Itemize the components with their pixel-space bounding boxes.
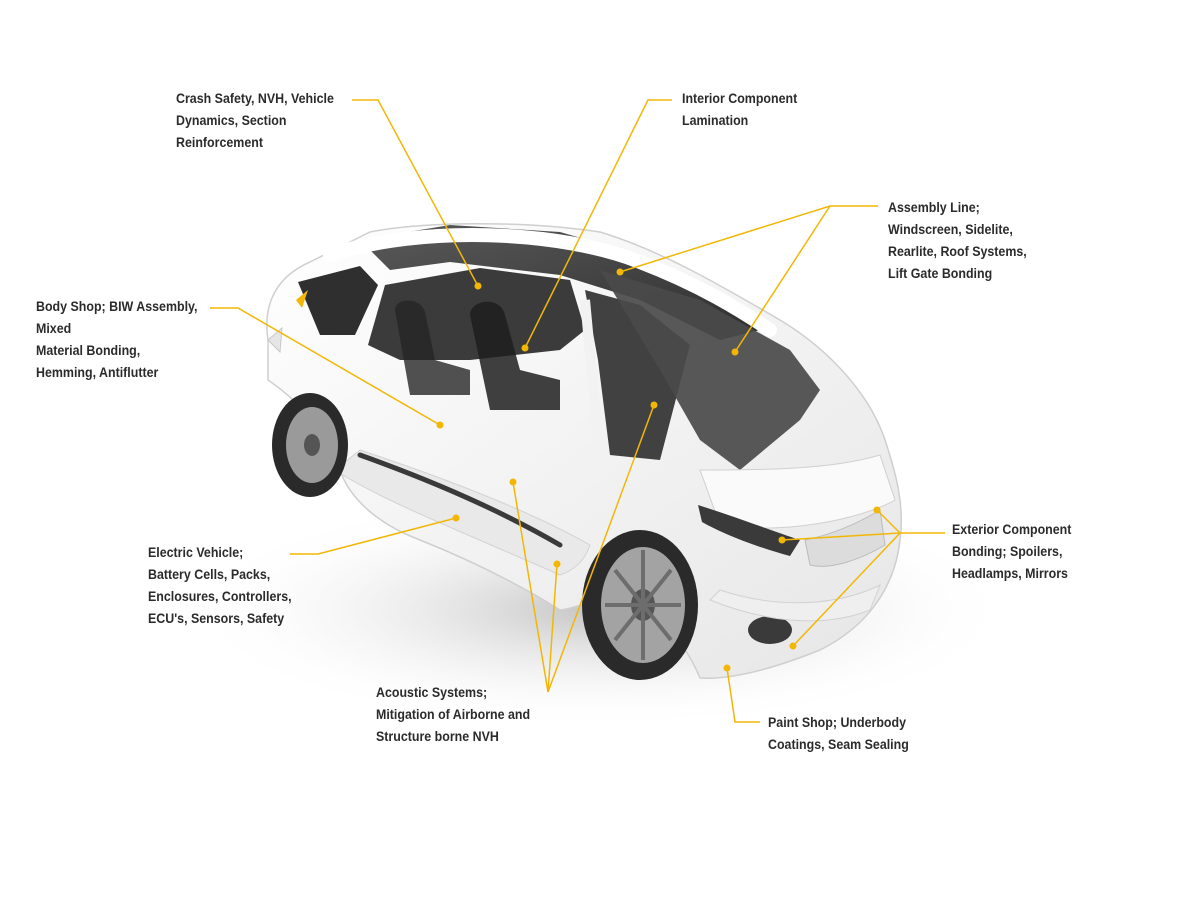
- leader-paint-shop: [726, 667, 760, 723]
- leader-electric-vehicle: [290, 517, 457, 555]
- anchor-dot: [521, 344, 529, 352]
- callout-line: Rearlite, Roof Systems,: [888, 244, 1027, 259]
- callout-line: Reinforcement: [176, 135, 263, 150]
- leader-exterior-c: [792, 532, 901, 647]
- callout-line: Hemming, Antiflutter: [36, 365, 159, 380]
- callout-line: ECU's, Sensors, Safety: [148, 611, 285, 626]
- callout-assembly-line: Assembly Line; Windscreen, Sidelite, Rea…: [888, 197, 1027, 285]
- hood: [699, 454, 896, 529]
- callout-line: Headlamps, Mirrors: [952, 566, 1068, 581]
- callout-crash-safety: Crash Safety, NVH, Vehicle Dynamics, Sec…: [176, 88, 334, 154]
- anchor-dot: [789, 642, 797, 650]
- callout-line: Paint Shop; Underbody: [768, 715, 906, 730]
- callout-line: Interior Component: [682, 91, 798, 106]
- anchor-dot: [873, 506, 881, 514]
- anchor-dot: [778, 536, 786, 544]
- callout-line: Bonding; Spoilers,: [952, 544, 1063, 559]
- anchor-dots: [436, 268, 881, 672]
- leader-acoustic-a: [547, 404, 655, 693]
- anchor-dot: [452, 514, 460, 522]
- callout-acoustic-systems: Acoustic Systems; Mitigation of Airborne…: [376, 682, 530, 748]
- leader-crash-safety: [352, 99, 479, 287]
- leader-acoustic-b: [512, 481, 549, 693]
- callout-line: Structure borne NVH: [376, 729, 499, 744]
- callout-line: Acoustic Systems;: [376, 685, 488, 700]
- leader-acoustic-c: [547, 563, 558, 693]
- rear-wheel: [272, 393, 348, 497]
- b-pillar: [580, 299, 605, 461]
- front-light-rear: [296, 290, 308, 308]
- callout-paint-shop: Paint Shop; Underbody Coatings, Seam Sea…: [768, 712, 909, 756]
- callout-line: Lift Gate Bonding: [888, 266, 993, 281]
- callout-exterior-component: Exterior Component Bonding; Spoilers, He…: [952, 519, 1071, 585]
- callout-electric-vehicle: Electric Vehicle; Battery Cells, Packs, …: [148, 542, 292, 630]
- front-wheel: [582, 530, 698, 680]
- interior-seat: [470, 301, 560, 410]
- callout-line: Body Shop; BIW Assembly,: [36, 299, 198, 314]
- anchor-dot: [436, 421, 444, 429]
- leader-body-shop: [210, 307, 441, 426]
- callout-line: Lamination: [682, 113, 749, 128]
- leader-assembly-line-b: [734, 205, 831, 353]
- front-bumper: [709, 583, 881, 622]
- front-grille: [804, 509, 886, 567]
- headlamp: [698, 505, 800, 556]
- door-trim: [357, 452, 563, 548]
- rear-light: [267, 326, 283, 354]
- side-window-rear: [298, 266, 378, 335]
- interior-seat-rear: [395, 300, 470, 395]
- anchor-dot: [650, 401, 658, 409]
- callout-line: Dynamics, Section: [176, 113, 287, 128]
- callout-interior-component: Interior Component Lamination: [682, 88, 797, 132]
- callout-line: Crash Safety, NVH, Vehicle: [176, 91, 334, 106]
- callout-body-shop: Body Shop; BIW Assembly, Mixed Material …: [36, 296, 197, 384]
- leader-exterior-b: [876, 509, 901, 534]
- leader-lines: [210, 99, 945, 723]
- callout-line: Mixed: [36, 321, 72, 336]
- fog-lamp: [748, 616, 792, 644]
- callout-line: Battery Cells, Packs,: [148, 567, 271, 582]
- anchor-dot: [509, 478, 517, 486]
- callout-line: Electric Vehicle;: [148, 545, 244, 560]
- leader-interior-component: [524, 99, 672, 349]
- anchor-dot: [723, 664, 731, 672]
- anchor-dot: [553, 560, 561, 568]
- callout-line: Enclosures, Controllers,: [148, 589, 292, 604]
- anchor-dot: [616, 268, 624, 276]
- callout-line: Mitigation of Airborne and: [376, 707, 531, 722]
- roof-pillar: [323, 228, 777, 337]
- callout-line: Assembly Line;: [888, 200, 980, 215]
- callout-line: Windscreen, Sidelite,: [888, 222, 1013, 237]
- side-skirt: [334, 449, 591, 576]
- windscreen: [600, 270, 820, 470]
- callout-line: Material Bonding,: [36, 343, 141, 358]
- anchor-dot: [474, 282, 482, 290]
- anchor-dot: [731, 348, 739, 356]
- callout-line: Exterior Component: [952, 522, 1072, 537]
- callout-line: Coatings, Seam Sealing: [768, 737, 909, 752]
